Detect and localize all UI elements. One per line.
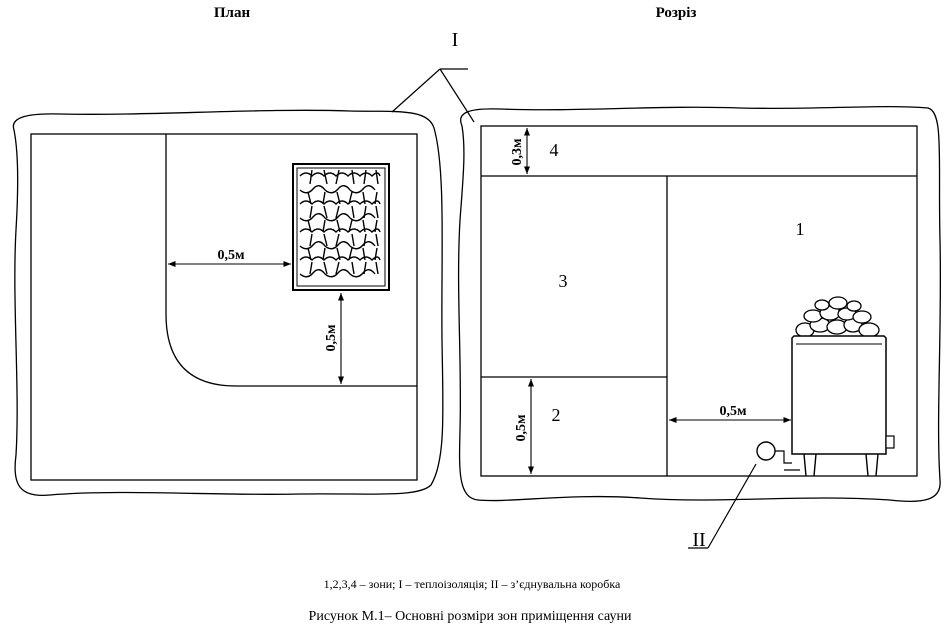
plan-title: План	[214, 5, 251, 21]
junction-box	[756, 441, 800, 471]
zone-1-label: 1	[796, 219, 805, 239]
zone-3-label: 3	[559, 271, 568, 291]
junction-box-leader	[688, 463, 757, 549]
insulation-leader	[391, 68, 475, 123]
zone2-dimension-label: 0,5м	[514, 414, 529, 442]
zone-2-label: 2	[552, 405, 561, 425]
plan-insulation-outline	[12, 109, 444, 497]
zone4-dimension-label: 0,3м	[510, 138, 525, 166]
legend: 1,2,3,4 – зони; I – теплоізоляція; II – …	[324, 577, 621, 591]
plan-room	[30, 133, 418, 481]
plan-heater	[292, 163, 390, 291]
junction-box-marker: II	[692, 529, 705, 551]
plan-horizontal-dimension-label: 0,5м	[217, 248, 245, 263]
section-room	[480, 125, 918, 477]
heater-gap-dimension-label: 0,5м	[719, 404, 747, 419]
plan-vertical-dimension-label: 0,5м	[324, 324, 339, 352]
figure-caption: Рисунок М.1– Основні розміри зон приміще…	[309, 609, 632, 624]
section-insulation-outline	[457, 105, 942, 503]
section-title: Розріз	[656, 5, 697, 21]
section-zone-boundaries	[481, 175, 917, 476]
insulation-marker: I	[452, 29, 459, 51]
section-heater	[791, 296, 895, 477]
plan-zone-boundary	[165, 134, 417, 387]
zone-4-label: 4	[550, 140, 559, 160]
